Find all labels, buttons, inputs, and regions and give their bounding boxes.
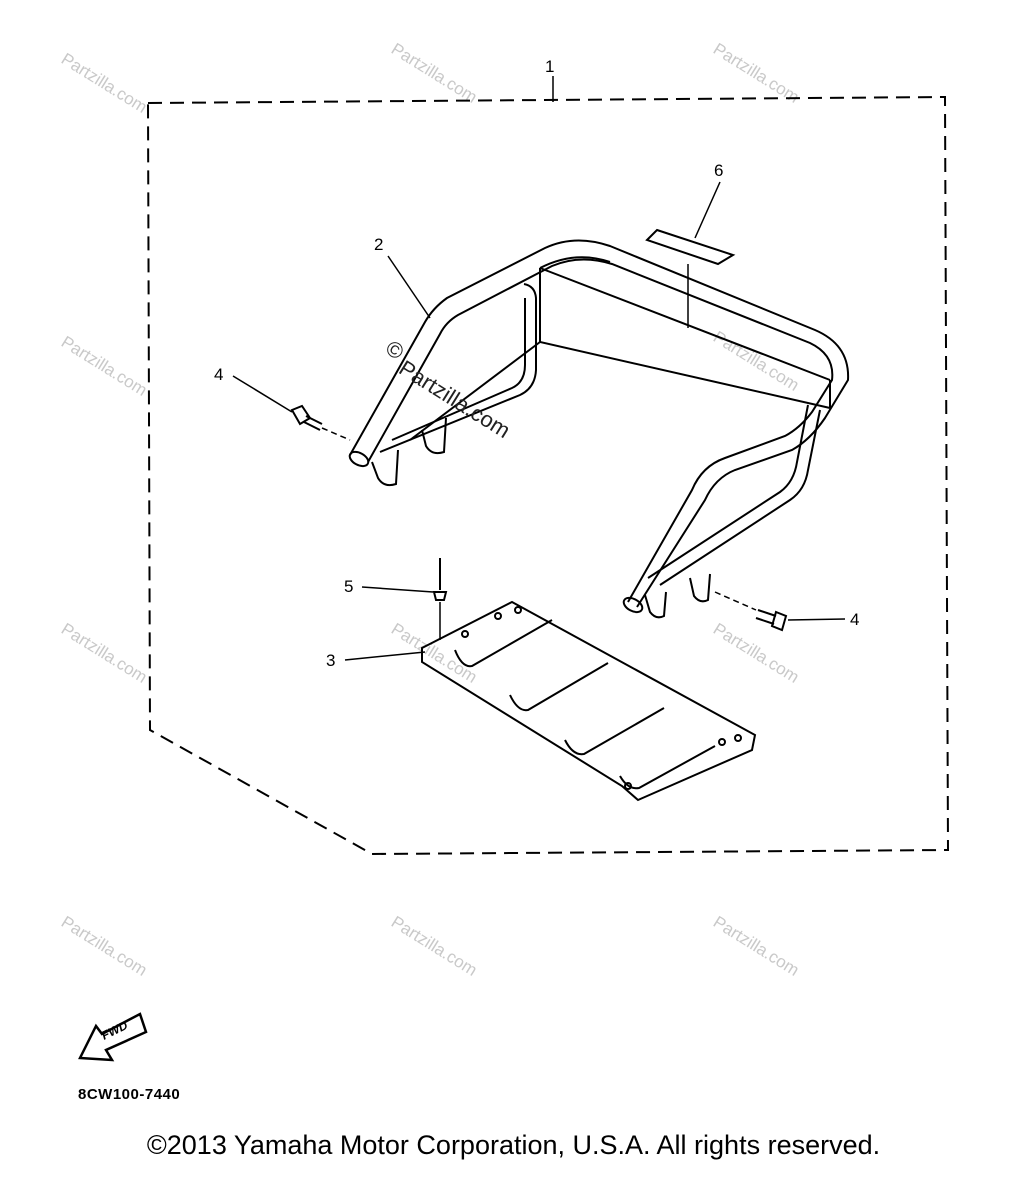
watermark: Partzilla.com: [58, 619, 151, 687]
label-plate: [645, 228, 736, 266]
watermark: Partzilla.com: [58, 912, 151, 980]
callout-3: 3: [326, 651, 335, 670]
bolt-right: [755, 609, 788, 632]
bolt-left: [290, 404, 323, 431]
watermark: Partzilla.com: [58, 332, 151, 400]
watermark: Partzilla.com: [388, 39, 481, 107]
diagram-part-code: 8CW100-7440: [78, 1086, 181, 1103]
callout-line-2: [387, 255, 431, 319]
watermark: Partzilla.com: [395, 355, 515, 443]
rivet: [432, 558, 448, 601]
callout-4-left: 4: [214, 365, 223, 384]
callout-line-3: [344, 651, 426, 661]
callout-line-6: [694, 181, 721, 239]
callout-line-4-right: [787, 618, 846, 621]
callout-line-5: [361, 586, 434, 593]
bolt-right-axis: [714, 591, 757, 611]
watermark: Partzilla.com: [710, 912, 803, 980]
fwd-arrow-icon: FWD: [78, 1012, 148, 1062]
watermark: Partzilla.com: [58, 49, 151, 117]
kit-boundary: [146, 95, 950, 856]
callout-6: 6: [714, 161, 723, 180]
callout-2: 2: [374, 235, 383, 254]
watermark: Partzilla.com: [388, 912, 481, 980]
bolt-left-axis: [321, 427, 351, 441]
callout-line-4-left: [232, 375, 293, 413]
watermark: Partzilla.com: [388, 619, 481, 687]
callout-5: 5: [344, 577, 353, 596]
copyright-notice: ©2013 Yamaha Motor Corporation, U.S.A. A…: [146, 1130, 881, 1160]
callout-1: 1: [545, 57, 554, 76]
floor-plate: [421, 600, 757, 802]
watermark: Partzilla.com: [710, 39, 803, 107]
rack-frame: [348, 239, 850, 619]
callout-4-right: 4: [850, 610, 859, 629]
watermark: Partzilla.com: [710, 619, 803, 687]
watermark-layer: Partzilla.com Partzilla.com Partzilla.co…: [58, 39, 803, 980]
